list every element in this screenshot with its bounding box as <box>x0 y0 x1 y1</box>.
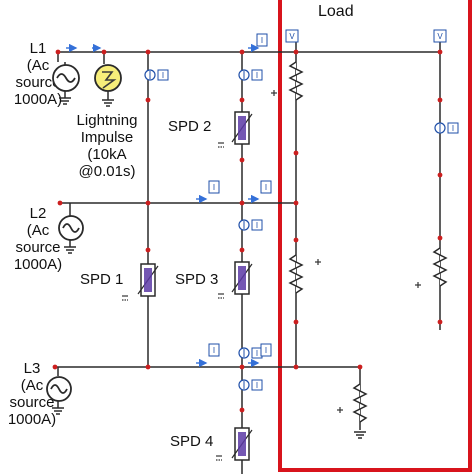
spd-4-mov <box>231 427 253 461</box>
spd-4-label: SPD 4 <box>170 433 214 450</box>
current-probe-icon: I <box>238 347 263 359</box>
current-probe-icon: I <box>208 343 220 357</box>
svg-text:I: I <box>256 71 258 80</box>
impulse-line2: Impulse <box>80 129 134 146</box>
reference-marker-icon <box>271 90 277 96</box>
ground-icon <box>52 407 64 415</box>
source-l1-label: L1 (Ac source 1000A) <box>8 40 68 108</box>
source-l2-label: L2 (Ac source 1000A) <box>8 205 68 273</box>
voltage-probe-icon: V <box>285 29 299 43</box>
ground-icon <box>59 97 71 105</box>
svg-text:I: I <box>265 346 267 355</box>
reference-marker-icon <box>122 295 128 301</box>
spd-3-mov <box>231 261 253 295</box>
current-probe-icon: I <box>434 122 459 134</box>
source-l1-name: L1 <box>29 40 47 57</box>
bus-current-probes: I I I I I <box>208 33 272 357</box>
source-l1-line2: source <box>15 74 61 91</box>
lightning-impulse-source <box>94 64 122 100</box>
voltage-probe-icon: V <box>433 29 447 43</box>
current-probe-icon: I <box>238 69 263 81</box>
resistor-load-ground <box>352 383 368 423</box>
impulse-line4: @0.01s) <box>78 163 136 180</box>
junction-nodes <box>52 49 443 413</box>
svg-text:I: I <box>452 124 454 133</box>
svg-text:I: I <box>256 381 258 390</box>
flow-arrows <box>66 43 260 368</box>
svg-text:I: I <box>256 221 258 230</box>
svg-text:I: I <box>265 183 267 192</box>
resistor-load-right <box>432 247 448 287</box>
impulse-line3: (10kA <box>87 146 127 163</box>
spd-2-mov <box>231 111 253 145</box>
spd-3-label: SPD 3 <box>175 271 219 288</box>
impulse-label: Lightning Impulse (10kA @0.01s) <box>68 112 146 180</box>
svg-text:I: I <box>256 349 258 358</box>
reference-markers <box>122 90 421 461</box>
ground-icon <box>354 431 366 439</box>
load-title: Load <box>318 3 354 20</box>
current-probe-icon: I <box>260 180 272 194</box>
reference-marker-icon <box>337 407 343 413</box>
spd-1-label: SPD 1 <box>80 271 124 288</box>
spd-2-label: SPD 2 <box>168 118 212 135</box>
load-boundary <box>278 0 472 472</box>
source-l2-line1: (Ac <box>26 222 50 239</box>
source-l3-line2: source <box>9 394 55 411</box>
current-probe-icon: I <box>208 180 220 194</box>
voltage-probes: V V <box>285 29 447 43</box>
source-l3-label: L3 (Ac source 1000A) <box>2 360 62 428</box>
svg-text:V: V <box>289 32 295 41</box>
source-l1-line1: (Ac <box>26 57 50 74</box>
svg-text:I: I <box>213 346 215 355</box>
source-l1-line3: 1000A) <box>13 91 63 108</box>
ac-source-l3 <box>46 367 72 408</box>
branch-lines <box>57 40 441 474</box>
current-probe-icon: I <box>238 219 263 231</box>
current-probe-icon: I <box>238 379 263 391</box>
svg-text:I: I <box>213 183 215 192</box>
current-probe-icon: I <box>256 33 268 47</box>
ground-icon <box>102 99 114 107</box>
reference-marker-icon <box>218 293 224 299</box>
source-l2-line2: source <box>15 239 61 256</box>
ground-icon <box>64 246 76 254</box>
source-l3-name: L3 <box>23 360 41 377</box>
impulse-line1: Lightning <box>76 112 138 129</box>
reference-marker-icon <box>415 282 421 288</box>
reference-marker-icon <box>216 455 222 461</box>
ac-source-l2 <box>58 203 84 247</box>
ground-symbols <box>52 97 366 439</box>
resistor-load-left-bottom <box>288 254 304 294</box>
reference-marker-icon <box>315 259 321 265</box>
source-l3-line3: 1000A) <box>7 411 57 428</box>
svg-text:V: V <box>437 32 443 41</box>
source-l2-name: L2 <box>29 205 47 222</box>
source-l2-line3: 1000A) <box>13 256 63 273</box>
current-probe-icon: I <box>260 343 272 357</box>
ac-source-l1 <box>52 62 80 98</box>
current-probe-icon: I <box>144 69 169 81</box>
current-probes: I I I I I I <box>144 69 459 391</box>
svg-text:I: I <box>261 36 263 45</box>
load-resistors <box>288 61 448 423</box>
source-l3-line1: (Ac <box>20 377 44 394</box>
resistor-load-left-top <box>288 61 304 101</box>
svg-text:I: I <box>162 71 164 80</box>
reference-marker-icon <box>218 142 224 148</box>
spd-1-mov <box>137 263 159 297</box>
